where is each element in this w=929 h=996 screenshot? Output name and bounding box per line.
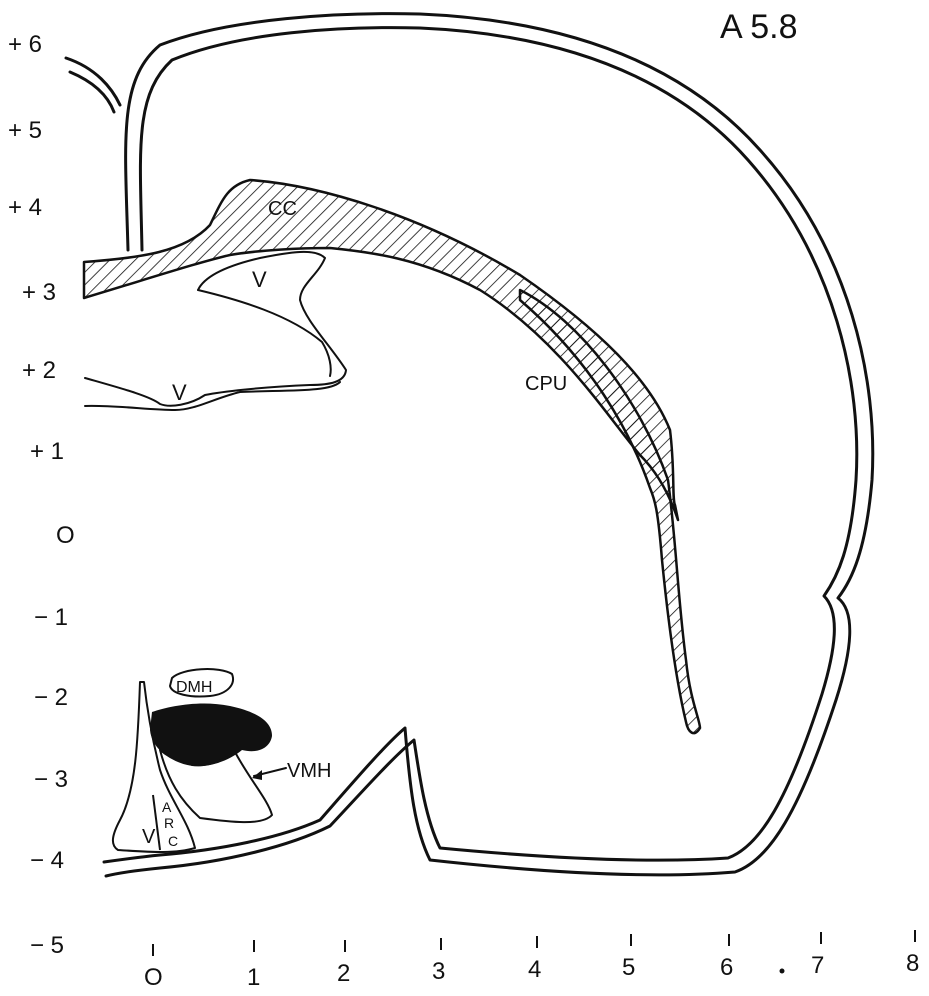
label-cc: CC [268,198,297,220]
x-tick: 2 [337,960,350,987]
x-tick: 5 [622,954,635,981]
stray-dot [780,969,785,974]
label-ventricle-lower: V [172,380,187,405]
y-tick: − 3 [34,766,68,793]
vmh-arrowhead [252,770,262,780]
x-tick: 7 [811,952,824,979]
y-tick: + 6 [8,31,42,58]
x-tick: 8 [906,950,919,977]
label-arc-a: A [162,799,172,815]
y-tick: + 2 [22,357,56,384]
y-tick: O [56,522,75,549]
label-ventricle-upper: V [252,267,267,292]
y-tick: + 1 [30,438,64,465]
label-vmh: VMH [287,760,331,782]
plate-label: A 5.8 [720,8,798,46]
y-axis: + 6 + 5 + 4 + 3 + 2 + 1 O − 1 − 2 − 3 − … [8,31,75,959]
y-tick: + 5 [8,117,42,144]
y-tick: + 3 [22,279,56,306]
label-third-ventricle: V [142,826,156,848]
y-tick: − 4 [30,847,64,874]
ventricle-inner-contour [198,290,331,376]
y-tick: − 2 [34,684,68,711]
label-cpu: CPU [525,373,567,395]
label-arc-c: C [168,833,178,849]
x-tick: 6 [720,954,733,981]
x-tick: 4 [528,956,541,983]
x-tick: 3 [432,958,445,985]
y-tick: − 1 [34,604,68,631]
x-tick: O [144,964,163,991]
x-axis: O 1 2 3 4 5 6 7 8 [144,930,919,991]
label-dmh: DMH [176,679,212,696]
label-arc-r: R [164,815,174,831]
x-tick: 1 [247,964,260,991]
y-tick: − 5 [30,932,64,959]
y-tick: + 4 [8,194,42,221]
